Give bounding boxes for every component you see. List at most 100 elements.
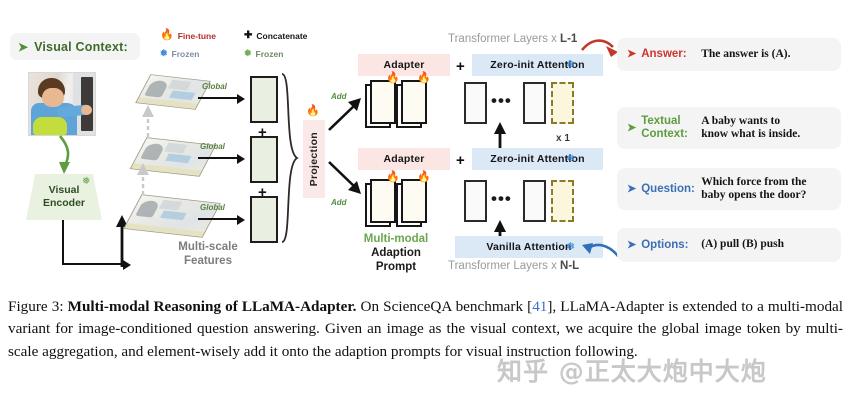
adapter-header-bottom: Adapter [358, 148, 450, 170]
snowflake-blue-icon-bottom: ❅ [566, 153, 576, 165]
global-label-2: Global [200, 142, 225, 151]
visual-encoder-label-1: Visual [48, 184, 80, 196]
token-plus-1: + [258, 124, 267, 141]
token-group-brace [281, 73, 299, 243]
token-bottom-dashed [551, 180, 574, 222]
flame-icon-adapter-bottom-2: 🔥 [417, 171, 431, 183]
adapter-header-top: Adapter [358, 54, 450, 76]
legend-item-frozen-blue: ❅ Frozen [160, 48, 199, 59]
flame-icon-adapter-bottom-1: 🔥 [386, 171, 400, 183]
qa-card-textual-context: ➤ Textual Context: A baby wants to know … [617, 107, 841, 149]
photo-child-face [42, 88, 64, 107]
plus-icon: ✚ [244, 30, 253, 41]
global-arrow-2-icon [198, 154, 245, 164]
output-to-answer-arrow-icon [581, 39, 618, 57]
figure-caption: Figure 3: Multi-modal Reasoning of LLaMA… [8, 296, 843, 363]
encoder-down-line [62, 220, 64, 264]
adaption-prompt-card-2-front [401, 80, 427, 124]
multi-modal-adaption-prompt-caption: Multi-modal Adaption Prompt [347, 232, 445, 274]
transformer-layers-bottom-prefix: Transformer Layers x [448, 260, 561, 272]
options-to-vanilla-arrow-icon [582, 243, 619, 257]
flame-icon-adapter-top-1: 🔥 [386, 72, 400, 84]
snowflake-blue-icon-vanilla: ❅ [566, 241, 576, 253]
zero-init-attention-header-top: Zero-init Attention [472, 54, 603, 76]
mm-prompt-line-2: Adaption [371, 247, 421, 259]
visual-encoder-label-2: Encoder [42, 197, 85, 209]
legend-label-concatenate: Concatenate [256, 30, 308, 41]
vanilla-attention-header: Vanilla Attention [455, 236, 603, 258]
qa-value-options: (A) pull (B) push [701, 238, 784, 251]
projection-to-bottom-adapter-arrow-icon [328, 161, 361, 194]
mm-prompt-line-3: Prompt [375, 261, 417, 273]
legend-label-frozen-green: Frozen [255, 48, 284, 59]
caption-body-part2: ], LLaMA-Adapter is extended to a multi-… [8, 298, 843, 360]
adaption-prompt-card-1-front [370, 80, 396, 124]
ellipsis-bottom: ••• [491, 189, 512, 208]
transformer-layers-bottom-label: Transformer Layers x N-L [448, 260, 579, 272]
mm-prompt-line-1: Multi-modal [363, 233, 429, 245]
arrow-bullet-icon-options: ➤ [627, 238, 637, 251]
legend-item-fine-tune: 🔥 Fine-tune [160, 30, 216, 41]
qa-card-options: ➤ Options: (A) pull (B) push [617, 228, 841, 262]
multi-scale-line-1: Multi-scale [178, 241, 238, 253]
visual-context-label: Visual Context: [34, 39, 128, 54]
caption-figure-number: Figure 3: [8, 298, 64, 315]
qa-value-textual-context: A baby wants to know what is inside. [701, 114, 801, 141]
legend-item-concatenate: ✚ Concatenate [244, 30, 307, 41]
global-arrow-3-icon [198, 215, 245, 225]
ellipsis-top: ••• [491, 91, 512, 110]
global-label-3: Global [200, 203, 225, 212]
global-token-2 [250, 136, 278, 183]
flame-icon-projection: 🔥 [306, 105, 320, 117]
photo-to-encoder-arrow-icon [58, 135, 70, 174]
global-label-1: Global [202, 82, 227, 91]
qa-value-question: Which force from the baby opens the door… [701, 175, 807, 202]
feature-card-scale-3 [123, 194, 221, 238]
multi-scale-features-caption: Multi-scale Features [163, 240, 253, 268]
add-label-bottom: Add [331, 198, 347, 207]
token-top-1 [464, 82, 487, 124]
caption-title: Multi-modal Reasoning of LLaMA-Adapter. [67, 298, 357, 315]
snowflake-green-icon-legend: ❅ [244, 48, 252, 58]
qa-card-answer: ➤ Answer: The answer is (A). [617, 38, 841, 71]
concat-plus-top: + [456, 58, 465, 75]
flame-icon: 🔥 [160, 29, 174, 41]
qa-key-textual-context: Textual Context: [641, 115, 688, 140]
caption-reference: 41 [532, 298, 548, 315]
qa-key-options: Options: [641, 238, 689, 251]
figure-diagram: ➤ Visual Context: Visual Encoder ❅ 🔥 Fin… [10, 30, 841, 274]
global-token-1 [250, 76, 278, 123]
concat-plus-bottom: + [456, 152, 465, 169]
repeat-count-label: x 1 [556, 133, 570, 144]
arrow-bullet-icon-textual: ➤ [627, 121, 637, 134]
adaption-prompt-card-4-front [401, 179, 427, 223]
snowflake-blue-icon-top: ❅ [566, 59, 576, 71]
scale-up-arrow-1-icon [142, 105, 154, 137]
add-label-top: Add [331, 92, 347, 101]
visual-context-photo [28, 72, 96, 136]
adaption-prompt-card-3-front [370, 179, 396, 223]
projection-to-top-adapter-arrow-icon [328, 98, 361, 131]
photo-child-bib [33, 117, 67, 135]
legend-item-frozen-green: ❅ Frozen [244, 48, 283, 59]
qa-key-answer: Answer: [641, 48, 687, 60]
projection-label: Projection [308, 131, 320, 187]
caption-body-part1: On ScienceQA benchmark [ [356, 298, 533, 315]
snowflake-blue-icon: ❅ [160, 48, 168, 58]
legend: 🔥 Fine-tune ✚ Concatenate ❅ Frozen ❅ Fro… [160, 30, 330, 66]
visual-context-header: ➤ Visual Context: [10, 33, 140, 60]
arrow-bullet-icon-answer: ➤ [627, 48, 637, 60]
token-plus-2: + [258, 184, 267, 201]
global-token-3 [250, 196, 278, 243]
global-arrow-1-icon [198, 94, 245, 104]
transformer-layers-top-prefix: Transformer Layers x [448, 33, 561, 45]
qa-value-answer: The answer is (A). [701, 47, 791, 60]
zero-init-attention-header-bottom: Zero-init Attention [472, 148, 603, 170]
arrow-bullet-icon: ➤ [18, 39, 29, 54]
photo-door [81, 77, 93, 131]
token-bottom-1 [464, 180, 487, 222]
transformer-layers-top-label: Transformer Layers x L-1 [448, 33, 577, 45]
flame-icon-adapter-top-2: 🔥 [417, 72, 431, 84]
qa-card-question: ➤ Question: Which force from the baby op… [617, 168, 841, 210]
token-top-dashed [551, 82, 574, 124]
